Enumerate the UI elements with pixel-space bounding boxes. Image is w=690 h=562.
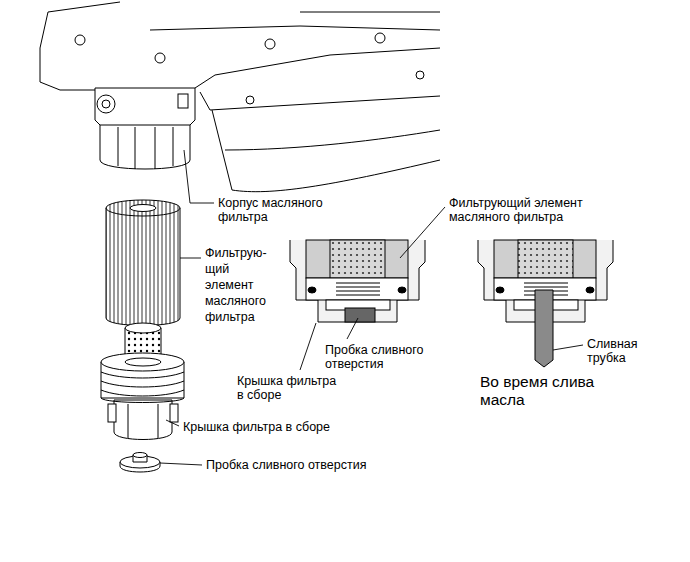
engine-block (375, 33, 385, 43)
filter-element (106, 208, 180, 326)
cross-section-draining (496, 287, 504, 293)
cross-section (306, 278, 408, 300)
cross-section-draining (518, 240, 573, 278)
filter-cap (101, 323, 184, 440)
cross-section-draining (524, 287, 568, 288)
part-label: Пробка сливного отверстия (325, 343, 428, 372)
filter-housing (102, 100, 110, 108)
engine-block (155, 53, 165, 63)
filter-housing (178, 94, 188, 108)
filter-element (130, 205, 156, 212)
filter-cap (125, 323, 161, 333)
cross-section-draining (586, 287, 594, 293)
cross-section (345, 308, 375, 322)
cross-section (336, 291, 380, 292)
filter-cap (158, 404, 159, 438)
filter-housing (155, 127, 156, 169)
cross-section (398, 287, 406, 293)
part-label: Во время слива масла (480, 373, 599, 409)
drain-plug (133, 453, 147, 458)
cross-section-draining (524, 283, 568, 284)
filter-housing (173, 127, 174, 166)
filter-cap (128, 404, 129, 438)
filter-cap (170, 404, 178, 422)
engine-block (195, 48, 440, 88)
filter-housing (97, 95, 115, 113)
filter-cap (101, 372, 184, 378)
engine-block (40, 48, 95, 90)
engine-block (40, 2, 440, 192)
leader-line (347, 318, 358, 339)
filter-element (106, 200, 180, 326)
engine-block (75, 35, 85, 45)
filter-cap (114, 400, 172, 440)
cross-section (336, 287, 380, 288)
part-label: Фильтрую- щий элемент масляного фильтра (205, 245, 267, 325)
engine-block (265, 39, 275, 49)
part-label: Пробка сливного отверстия (206, 458, 366, 472)
filter-cap (125, 358, 161, 366)
leader-line (160, 463, 202, 465)
engine-block (416, 71, 424, 79)
filter-cap (101, 381, 184, 387)
filter-housing (118, 127, 119, 166)
engine-block (246, 96, 254, 104)
cross-section (336, 283, 380, 284)
part-label: Крышка фильтра в сборе (183, 420, 330, 434)
cross-section (330, 240, 385, 278)
engine-block (225, 130, 440, 150)
leader-line (180, 258, 201, 259)
part-label: Крышка фильтра в сборе (237, 374, 341, 403)
cross-section-draining (535, 290, 553, 367)
leader-line (166, 420, 179, 426)
filter-cap (101, 390, 184, 396)
cross-section-draining (494, 240, 596, 278)
part-label: Корпус масляного фильтра (218, 196, 327, 225)
leader-line (400, 207, 445, 258)
engine-block (40, 2, 120, 48)
drain-plug (120, 453, 160, 473)
leader-line (300, 323, 316, 370)
engine-block (300, 12, 440, 13)
cross-section (308, 287, 316, 293)
filter-housing (95, 88, 195, 169)
filter-cap (108, 404, 116, 422)
filter-housing (100, 125, 190, 126)
leader-line (184, 150, 214, 203)
engine-block (200, 92, 440, 110)
filter-housing (135, 127, 136, 169)
part-label: Сливная трубка (587, 337, 642, 366)
filter-housing (95, 88, 195, 169)
filter-element (106, 200, 180, 216)
engine-block (150, 26, 440, 30)
engine-block (212, 110, 440, 192)
filter-cap (101, 353, 184, 371)
cross-section (336, 295, 380, 296)
filter-cap (101, 398, 184, 403)
part-label: Фильтрующий элемент масляного фильтра (449, 196, 587, 225)
leader-line (553, 345, 583, 350)
cross-section (306, 240, 408, 278)
